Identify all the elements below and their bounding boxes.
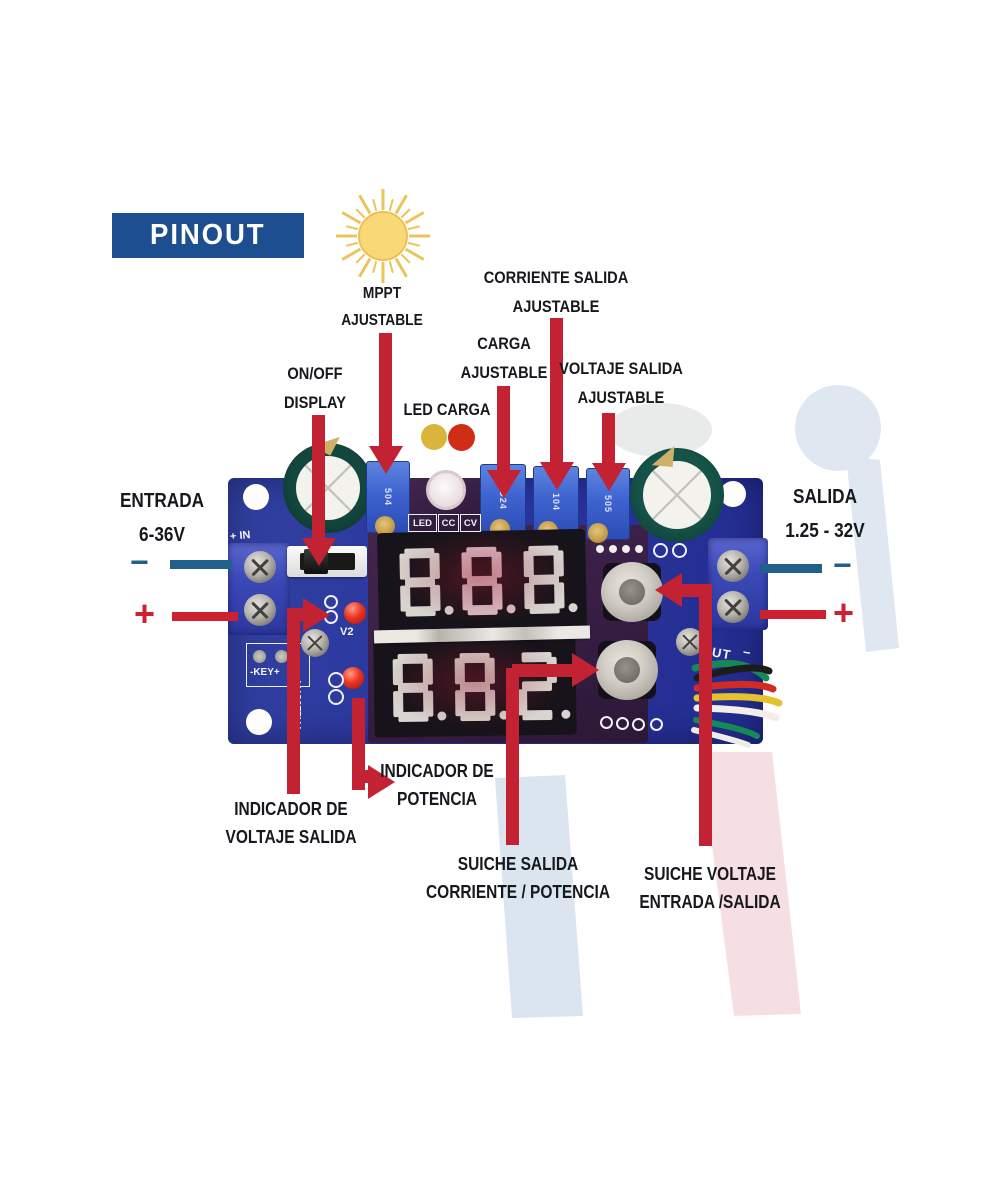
arrow-voltaje-salida-head [592, 463, 626, 491]
label-mppt: MPPT AJUSTABLE [341, 285, 423, 330]
via-ring [650, 718, 663, 731]
arrow-mppt-head [369, 446, 403, 474]
charge-led-white [426, 470, 466, 510]
pinout-badge: PINOUT [112, 213, 304, 258]
arrow-suiche-salida-vertical [506, 668, 519, 845]
solder-pad [609, 545, 617, 553]
label-salida: SALIDA 1.25 - 32V [785, 486, 865, 542]
entrada-minus-line [170, 560, 232, 569]
voltage-in-out-button[interactable] [601, 562, 663, 622]
led-carga-yellow-dot [421, 424, 447, 450]
salida-plus-line [760, 610, 826, 619]
mounting-hole-bottom-left [246, 709, 272, 735]
key-header-outline [246, 643, 310, 687]
silk-cv-box: CV [460, 514, 481, 532]
pinout-badge-label: PINOUT [150, 219, 266, 251]
label-suiche-voltaje: SUICHE VOLTAJE ENTRADA /SALIDA [639, 864, 781, 912]
mounting-hole-top-left [243, 484, 269, 510]
arrow-suiche-voltaje-horizontal [681, 584, 703, 597]
arrow-carga [497, 386, 510, 472]
capacitor-top-vent [295, 455, 361, 521]
current-power-button[interactable] [596, 640, 658, 700]
via-ring [600, 716, 613, 729]
mppt-pot-screw[interactable] [375, 516, 395, 536]
via-ring [632, 718, 645, 731]
arrow-on-off [312, 415, 325, 540]
arrow-suiche-voltaje-head [655, 573, 682, 607]
key-pad [275, 650, 288, 663]
entrada-plus-line [172, 612, 238, 621]
arrow-on-off-head [302, 538, 336, 566]
board-screw-left [301, 629, 329, 657]
silk-circle-pair [328, 672, 344, 705]
label-indicador-potencia: INDICADOR DE POTENCIA [380, 761, 494, 809]
solder-pad [635, 545, 643, 553]
arrow-carga-head [487, 470, 521, 498]
input-terminal-screw-2 [244, 594, 276, 626]
arrow-indicador-voltaje-vertical [287, 612, 300, 794]
entrada-plus-sign: + [134, 593, 156, 634]
label-corriente-salida: CORRIENTE SALIDA AJUSTABLE [483, 268, 629, 316]
sun-icon [336, 189, 430, 283]
arrow-suiche-salida-head [572, 653, 599, 687]
arrow-voltaje-salida [602, 413, 615, 465]
output-capacitor [630, 448, 724, 542]
solder-pad [622, 545, 630, 553]
output-terminal-screw-2 [717, 591, 749, 623]
via-ring [653, 543, 668, 558]
input-terminal-screw-1 [244, 551, 276, 583]
arrow-indicador-voltaje-horizontal [287, 608, 305, 621]
entrada-minus-sign: − [130, 544, 149, 580]
salida-minus-line [760, 564, 822, 573]
arrow-mppt [379, 333, 392, 448]
arrow-suiche-salida-horizontal [512, 664, 574, 677]
output-voltage-indicator-led [344, 602, 366, 624]
silk-cc-box: CC [438, 514, 459, 532]
salida-plus-sign: + [833, 592, 855, 633]
capacitor-top-vent [643, 461, 711, 529]
via-ring [672, 543, 687, 558]
arrow-corriente [550, 318, 563, 464]
salida-minus-sign: − [833, 547, 852, 583]
power-indicator-led [342, 667, 364, 689]
arrow-suiche-voltaje-vertical [699, 584, 712, 846]
key-pad [253, 650, 266, 663]
arrow-indicador-potencia-vertical [352, 698, 365, 790]
led-carga-red-dot [448, 424, 475, 451]
silk-v2-label: V2 [340, 626, 354, 638]
mounting-hole-top-right [720, 481, 746, 507]
silk-led-box: LED [408, 514, 437, 532]
silk-key-label: -KEY+ [250, 667, 280, 678]
input-capacitor [283, 443, 373, 533]
label-entrada: ENTRADA 6-36V [119, 490, 205, 546]
voltaje-pot-screw[interactable] [588, 523, 608, 543]
solder-pad [596, 545, 604, 553]
label-voltaje-salida: VOLTAJE SALIDA AJUSTABLE [559, 359, 683, 407]
label-on-off-display: ON/OFF DISPLAY [283, 364, 347, 412]
arrow-indicador-potencia-horizontal [358, 770, 370, 783]
output-terminal-screw-1 [717, 550, 749, 582]
via-ring [616, 717, 629, 730]
label-led-carga: LED CARGA [403, 400, 491, 419]
label-indicador-voltaje: INDICADOR DE VOLTAJE SALIDA [225, 799, 357, 847]
label-suiche-salida: SUICHE SALIDA CORRIENTE / POTENCIA [425, 854, 611, 902]
arrow-corriente-head [540, 462, 574, 490]
label-carga: CARGA AJUSTABLE [460, 334, 548, 382]
arrow-indicador-potencia-head [368, 765, 395, 799]
arrow-indicador-voltaje-head [303, 598, 330, 632]
